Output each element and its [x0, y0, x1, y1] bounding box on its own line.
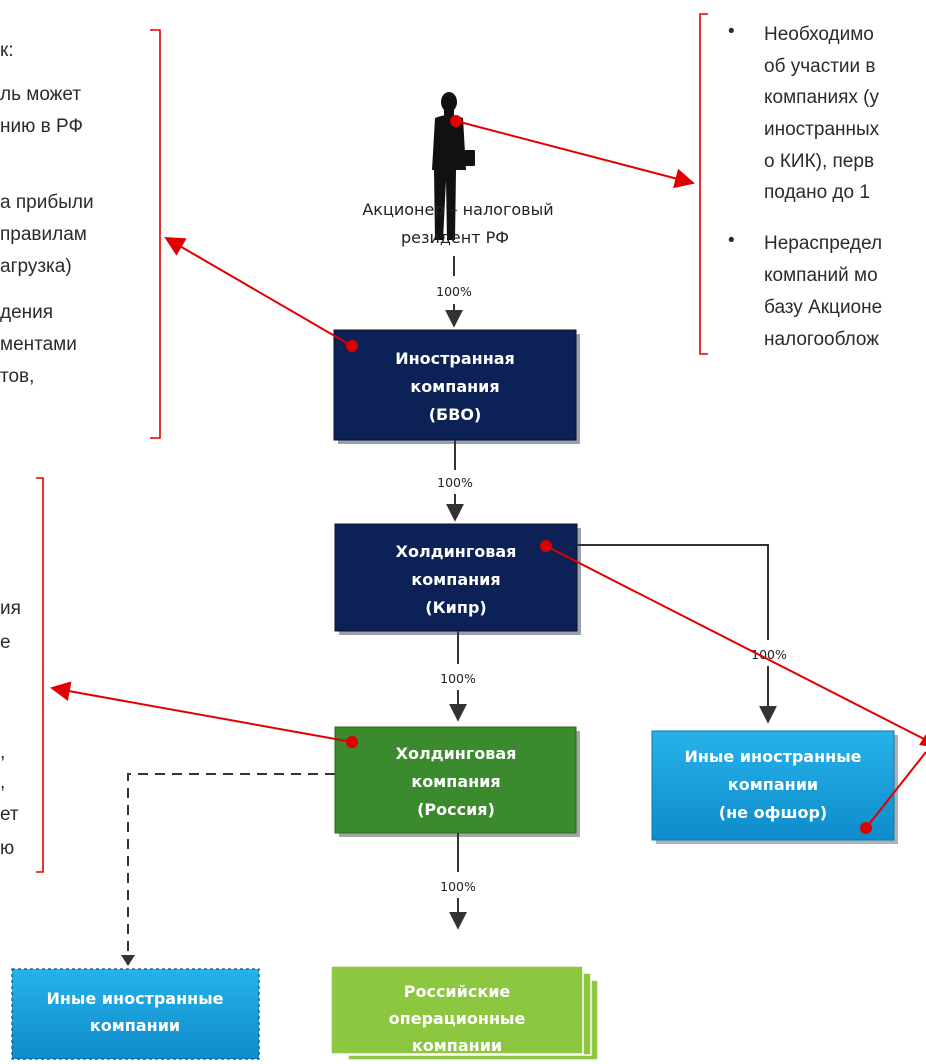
- callout-dot: [346, 340, 358, 352]
- box-other-foreign: [11, 968, 260, 1060]
- callout-dot: [860, 822, 872, 834]
- right-note-bracket: [699, 13, 708, 355]
- left-note-top-line: агрузка): [0, 256, 72, 277]
- box-russia-line1: Холдинговая: [396, 744, 517, 763]
- box-cyprus-line1: Холдинговая: [396, 542, 517, 561]
- left-note-bottom-line: ет: [0, 804, 19, 825]
- right-note-line: о КИК), перв: [764, 151, 874, 172]
- box-russia-line2: компания: [411, 772, 500, 791]
- box-other-nonoffshore-line2: компании: [728, 775, 818, 794]
- box-other-nonoffshore-line3: (не офшор): [719, 803, 827, 822]
- right-note-line: налогооблож: [764, 329, 879, 350]
- left-note-top-line: а прибыли: [0, 192, 94, 213]
- right-note: • Необходимо об участии в компаниях (у и…: [728, 21, 882, 350]
- callout-arrow-russia: [50, 681, 353, 743]
- right-note-line: подано до 1: [764, 182, 870, 203]
- left-note-top-line: к:: [0, 40, 14, 61]
- box-other-nonoffshore-line1: Иные иностранные: [684, 747, 861, 766]
- callout-arrow-non-offshore: [865, 751, 926, 829]
- callout-arrow-cyprus: [545, 545, 926, 741]
- callout-arrow-bvo: [164, 236, 353, 347]
- callout-arrow-shareholder: [455, 120, 695, 189]
- left-note-top-line: ль может: [0, 84, 81, 105]
- ownership-line: [577, 544, 769, 640]
- box-cyprus-line3: (Кипр): [425, 598, 486, 617]
- box-bvo-line3: (БВО): [429, 405, 482, 424]
- right-note-line: компаниях (у: [764, 87, 880, 108]
- callout-dot: [346, 736, 358, 748]
- left-note-bottom-line: ю: [0, 838, 14, 859]
- pct-bvo-cyprus: 100%: [437, 475, 473, 490]
- left-note-bottom-line: е: [0, 632, 11, 653]
- left-note-bottom-line: ,: [0, 742, 5, 763]
- right-note-line: компаний мо: [764, 265, 878, 286]
- callout-dot: [540, 540, 552, 552]
- left-note-bottom-bracket: [36, 477, 44, 873]
- left-note-top: к: ль может нию в РФ а прибыли правилам …: [0, 40, 94, 387]
- left-note-top-line: дения: [0, 302, 53, 323]
- box-other-foreign-line2: компании: [90, 1016, 180, 1035]
- bullet-dot: •: [728, 230, 735, 251]
- right-note-line: Необходимо: [764, 24, 874, 45]
- box-operating-line3: компании: [412, 1036, 502, 1055]
- shareholder-label-line1: Акционер – налоговый: [362, 200, 553, 219]
- businessman-icon: [432, 92, 475, 240]
- shareholder-label-line2: резидент РФ: [401, 228, 509, 247]
- box-other-foreign-non-offshore: [651, 730, 895, 841]
- left-note-bottom-line: ,: [0, 772, 5, 793]
- pct-cyprus-other: 100%: [751, 647, 787, 662]
- right-note-line: иностранных: [764, 119, 880, 140]
- pct-russia-operating: 100%: [440, 879, 476, 894]
- box-bvo-line1: Иностранная: [395, 349, 515, 368]
- box-operating-line1: Российские: [404, 982, 511, 1001]
- right-note-line: об участии в: [764, 56, 876, 77]
- right-note-line: Нераспредел: [764, 233, 882, 254]
- red-callouts: [50, 115, 926, 834]
- left-note-top-line: правилам: [0, 224, 87, 245]
- box-russian-operating-companies: [330, 965, 584, 1055]
- box-bvo-line2: компания: [410, 377, 499, 396]
- right-note-line: базу Акционе: [764, 297, 882, 318]
- dashed-ownership-line: [127, 773, 335, 958]
- left-note-top-line: ментами: [0, 334, 77, 355]
- callout-arrow-head: [919, 734, 926, 746]
- box-foreign-company-bvo: [333, 329, 577, 441]
- callout-dot: [450, 115, 462, 127]
- box-holding-russia: [334, 726, 577, 834]
- left-note-top-bracket: [150, 29, 161, 439]
- pct-cyprus-russia: 100%: [440, 671, 476, 686]
- left-note-bottom-line: ия: [0, 598, 21, 619]
- shareholder-share-label: 100%: [436, 284, 472, 299]
- box-holding-cyprus: [334, 523, 578, 632]
- left-note-top-line: тов,: [0, 366, 34, 387]
- box-other-foreign-line1: Иные иностранные: [46, 989, 223, 1008]
- box-operating-line2: операционные: [389, 1009, 526, 1028]
- left-note-bottom: ия е , , ет ю: [0, 598, 21, 859]
- left-note-top-line: нию в РФ: [0, 116, 83, 137]
- box-russia-line3: (Россия): [417, 800, 495, 819]
- dashed-arrow-head: [121, 955, 135, 966]
- box-cyprus-line2: компания: [411, 570, 500, 589]
- bullet-dot: •: [728, 21, 735, 42]
